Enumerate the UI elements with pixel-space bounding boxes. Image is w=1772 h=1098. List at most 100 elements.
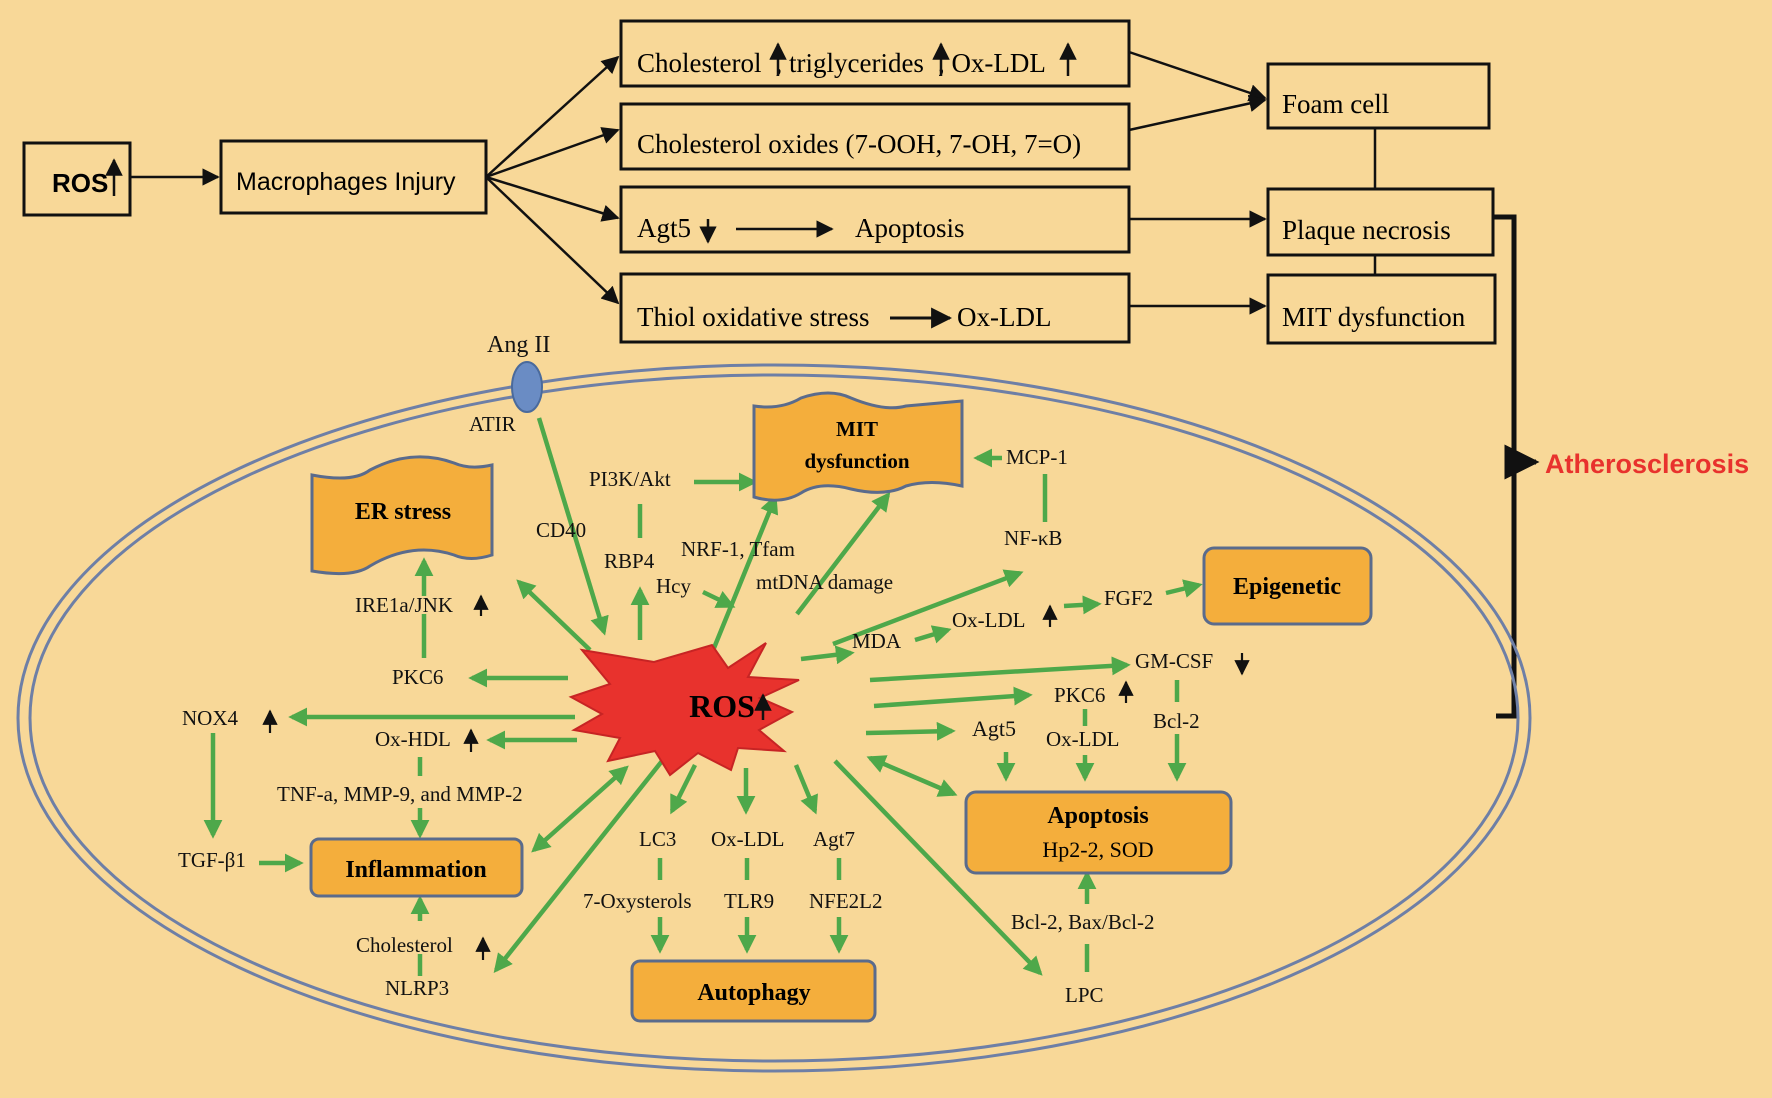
epigenetic-label: Epigenetic — [1233, 574, 1341, 600]
arrow-hcy-ros — [702, 589, 736, 609]
pkc-left-label: PKC6 — [392, 665, 443, 689]
nlrp3-label: NLRP3 — [385, 976, 449, 1000]
oxides-label: Cholesterol oxides (7-OOH, 7-OH, 7=O) — [637, 129, 1081, 159]
thiol-oxldl-label: Ox-LDL — [957, 302, 1051, 332]
autophagy-label: Autophagy — [697, 980, 810, 1006]
bcl2-bax-label: Bcl-2, Bax/Bcl-2 — [1011, 910, 1154, 934]
cholesterol-box — [619, 19, 1131, 88]
thiol-box — [619, 272, 1131, 344]
arrow-ros-inflammation — [531, 765, 629, 853]
foam-cell-box — [1266, 62, 1491, 130]
receptor-icon — [511, 361, 543, 413]
arrow-ros-pkc — [873, 686, 1033, 709]
cell-membrane-outer — [16, 363, 1532, 1073]
mtdna-label: mtDNA damage — [756, 570, 893, 594]
arrow-to-agt5 — [485, 175, 620, 222]
oxldl-apoptosis-label: Ox-LDL — [1046, 727, 1119, 751]
er-stress-label: ER stress — [355, 499, 451, 525]
mit-dysfunction-label: MIT dysfunction — [1282, 302, 1466, 332]
cholesterol-cell-label: Cholesterol — [356, 933, 453, 957]
arrow-ros-mda — [800, 645, 855, 665]
pkc-right-label: PKC6 — [1054, 683, 1105, 707]
boxes: ER stress MIT dysfunction Epigenetic Apo… — [309, 391, 1373, 1023]
agt7-label: Agt7 — [813, 827, 855, 851]
indicator-arrows — [262, 594, 1250, 960]
nrf1-label: NRF-1, Tfam — [681, 537, 795, 561]
tgfb1-label: TGF-β1 — [178, 848, 246, 872]
arrow-ros-agt5 — [865, 721, 956, 741]
lpc-label: LPC — [1065, 983, 1104, 1007]
plaque-box — [1266, 187, 1495, 257]
foam-cell-label: Foam cell — [1282, 89, 1389, 119]
cell-membrane-inner — [28, 373, 1520, 1063]
ros-label: ROS — [52, 168, 108, 198]
tnfa-label: TNF-a, MMP-9, and MMP-2 — [277, 782, 523, 806]
cholesterol-label: Cholesterol — [637, 48, 761, 78]
macrophages-box — [219, 139, 488, 215]
apoptosis-box-sub: Hp2-2, SOD — [1042, 837, 1153, 862]
nfe2l2-label: NFE2L2 — [809, 889, 883, 913]
cell — [16, 361, 1532, 1073]
oxldl-autophagy-label: Ox-LDL — [711, 827, 784, 851]
arrow-ros-erstress — [516, 579, 592, 652]
atir-label: ATIR — [469, 412, 516, 436]
atherosclerosis-label: Atherosclerosis — [1545, 449, 1749, 479]
plaque-label: Plaque necrosis — [1282, 215, 1451, 245]
mcp1-label: MCP-1 — [1006, 445, 1068, 469]
oxysterols-label: 7-Oxysterols — [583, 889, 692, 913]
inflammation-label: Inflammation — [345, 857, 486, 883]
explosion-burst-icon — [568, 642, 800, 777]
triglycerides-label: , triglycerides — [775, 48, 923, 78]
mit-dysfunction-box — [1266, 273, 1497, 345]
apoptosis-box-title: Apoptosis — [1047, 803, 1148, 829]
ros-center-label: ROS — [689, 688, 755, 724]
mit-dysfunction-box-cell — [752, 391, 964, 502]
arrow-cholesterol-foam — [1128, 50, 1267, 102]
apoptosis-label: Apoptosis — [855, 213, 965, 243]
mda-label: MDA — [852, 629, 902, 653]
lc3-label: LC3 — [639, 827, 676, 851]
arrow-ros-lc3 — [669, 763, 698, 815]
top-flow: ROS Macrophages Injury Cholesterol , trig… — [22, 19, 1749, 719]
pi3k-label: PI3K/Akt — [589, 467, 671, 491]
cholesterol-box-text: Cholesterol , triglycerides , Ox-LDL — [637, 48, 1046, 78]
arrow-mda-epigenetic — [832, 569, 1024, 647]
arrow-ros-lpc — [833, 759, 1043, 976]
oxldl-mid-label: Ox-LDL — [952, 608, 1025, 632]
arrow-ros-gmcsf — [869, 656, 1131, 683]
fgf2-label: FGF2 — [1104, 586, 1153, 610]
nox4-label: NOX4 — [182, 706, 238, 730]
macrophages-label: Macrophages Injury — [236, 168, 456, 196]
arrow-atir-ros — [536, 417, 609, 636]
arrow-oxldl-fgf2 — [1063, 595, 1102, 615]
arrow-ros-agt7 — [793, 764, 818, 815]
oxldl-label: , Ox-LDL — [938, 48, 1046, 78]
ros-burst: ROS — [568, 642, 800, 777]
bcl2-top-label: Bcl-2 — [1153, 709, 1200, 733]
green-arrows — [203, 417, 1203, 976]
cd40-label: CD40 — [536, 518, 586, 542]
gmcsf-label: GM-CSF — [1135, 649, 1213, 673]
arrow-to-thiol — [485, 176, 620, 305]
arrow-to-cholesterol — [485, 55, 620, 178]
nfkb-label: NF-κB — [1004, 526, 1062, 550]
cell-labels: Ang II ATIR CD40 PI3K/Akt RBP4 NRF-1, Tf… — [178, 332, 1213, 1007]
hcy-label: Hcy — [656, 574, 691, 598]
apoptosis-box — [964, 790, 1233, 875]
arrow-mda-oxldl — [914, 625, 952, 644]
ang2-label: Ang II — [487, 332, 550, 358]
arrow-ros-mit-2 — [795, 491, 891, 616]
agt5-cell-label: Agt5 — [972, 716, 1016, 741]
arrow-to-oxides — [485, 127, 620, 179]
tlr9-label: TLR9 — [724, 889, 774, 913]
thiol-label: Thiol oxidative stress — [637, 302, 869, 332]
autophagy-box — [630, 959, 877, 1023]
epigenetic-box — [1202, 546, 1373, 626]
oxhdl-label: Ox-HDL — [375, 727, 451, 751]
arrow-oxides-foam — [1128, 94, 1267, 132]
arrow-ros-nlrp3 — [493, 754, 668, 973]
ire1a-label: IRE1a/JNK — [355, 593, 453, 617]
er-stress-box — [310, 455, 494, 576]
